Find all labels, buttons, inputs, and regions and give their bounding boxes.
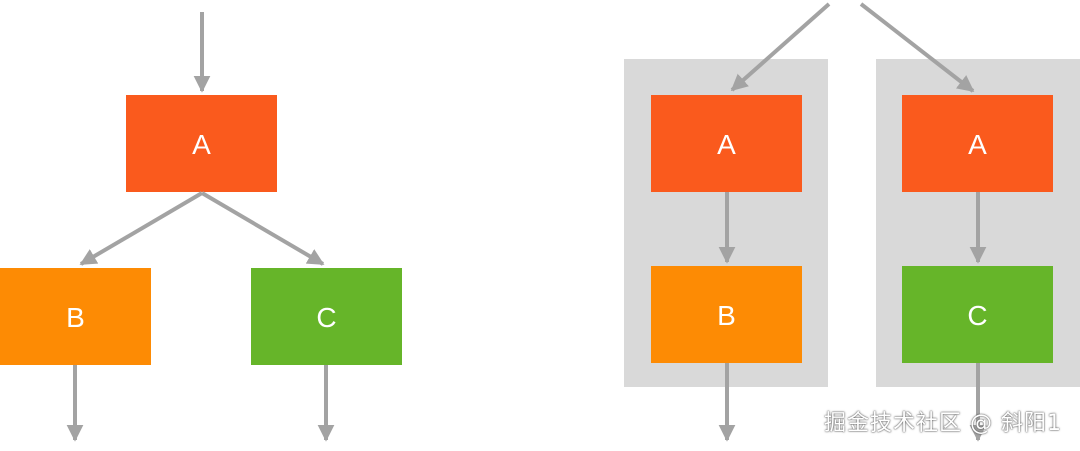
box-a: [126, 95, 277, 192]
arrow-into-group-1: [730, 2, 831, 92]
group-2-box-c-label: C: [967, 300, 987, 331]
group-1-box-a: [651, 95, 802, 192]
box-c-label: C: [316, 302, 336, 333]
group-1-box-b: [651, 266, 802, 363]
right-diagram: A B A C: [624, 2, 1080, 442]
arrow-into-group-2: [859, 2, 975, 93]
watermark-text: 掘金技术社区 @ 斜阳1: [824, 411, 1062, 436]
left-diagram: A B C: [0, 12, 402, 442]
box-b: [0, 268, 151, 365]
arrow-a-to-b: [79, 191, 204, 266]
group-1-box-b-label: B: [717, 300, 736, 331]
group-1-box-a-label: A: [717, 129, 736, 160]
group-2-box-a: [902, 95, 1053, 192]
group-2-box-c: [902, 266, 1053, 363]
box-a-label: A: [192, 129, 211, 160]
group-2-box-a-label: A: [968, 129, 987, 160]
arrow-a-to-c: [200, 191, 325, 266]
box-c: [251, 268, 402, 365]
box-b-label: B: [66, 302, 85, 333]
